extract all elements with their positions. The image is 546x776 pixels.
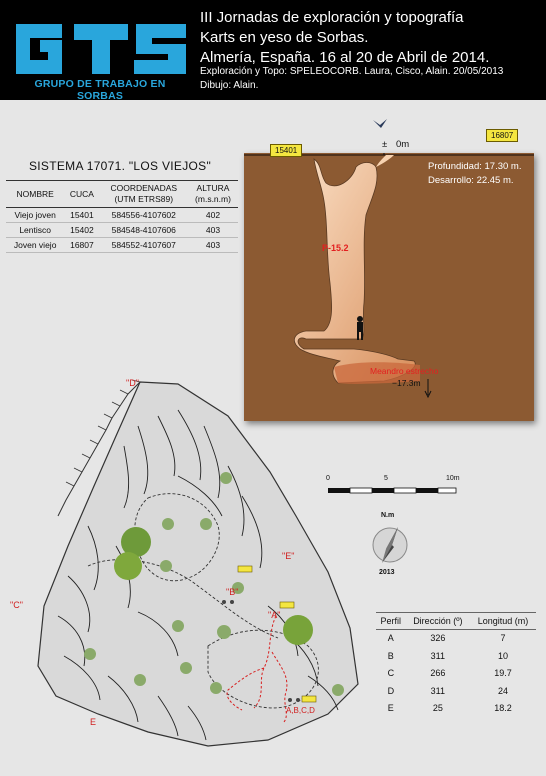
cell-longitud: 24 [498, 685, 509, 696]
table-row: C 266 19.7 [376, 665, 536, 683]
perfil-table: Perfil Dirección (º) Longitud (m) A 326 … [376, 612, 536, 718]
bottom-depth: −17.3m [392, 378, 421, 388]
zero-level: 0m [396, 139, 410, 150]
header-drawing: Dibujo: Alain. [200, 80, 259, 91]
system-table: NOMBRE CUCA COORDENADAS (UTM ETRS89) ALT… [6, 180, 238, 253]
map-label-b: "B" [226, 587, 239, 597]
cell-name: Lentisco [6, 222, 65, 238]
cell-perfil: B [387, 650, 394, 661]
cell-longitud: 7 [500, 633, 506, 643]
system-title: SISTEMA 17071. "LOS VIEJOS" [28, 159, 212, 173]
map-label-d: "D" [126, 378, 139, 388]
surface-map [37, 379, 359, 747]
cell-coords: 584556-4107602 [99, 207, 188, 223]
cell-direccion: 311 [430, 685, 446, 696]
cell-perfil: C [387, 668, 395, 678]
cell-cuca: 15401 [64, 207, 100, 223]
cell-cuca: 16807 [64, 237, 100, 253]
cell-name: Joven viejo [6, 237, 65, 253]
cell-direccion: 326 [430, 633, 446, 643]
north-year: 2013 [379, 569, 395, 576]
north-label: N.m [381, 512, 395, 519]
development-value: Desarrollo: 22.45 m. [428, 175, 514, 186]
map-label-e-bottom: E [90, 717, 97, 727]
table-row: D 311 24 [376, 683, 536, 701]
table-row: Lentisco 15402 584548-4107606 403 [6, 222, 238, 238]
caver-figure-icon [357, 316, 363, 340]
cell-altura: 403 [187, 237, 238, 253]
col-direccion: Dirección (º) [405, 612, 471, 630]
map-label-e: "E" [282, 551, 295, 561]
cell-perfil: A [387, 633, 394, 643]
plus-minus-sign: ± [382, 139, 388, 150]
tag-16807: 16807 [486, 129, 519, 142]
scale-label-10: 10m [446, 475, 460, 482]
col-perfil: Perfil [376, 612, 406, 630]
cave-profile: 15401 16807 ± 0m Profundidad: 17.30 m. D… [244, 129, 534, 421]
header-line-3: Almería, España. 16 al 20 de Abril de 20… [200, 49, 490, 66]
table-row: Joven viejo 16807 584552-4107607 403 [6, 237, 238, 253]
system-table-header: NOMBRE CUCA COORDENADAS (UTM ETRS89) ALT… [6, 180, 238, 208]
cell-coords: 584552-4107607 [99, 237, 188, 253]
header-line-2: Karts en yeso de Sorbas. [200, 29, 369, 46]
map-label-a: "A" [268, 610, 281, 620]
bird-icon [373, 119, 387, 128]
cell-longitud: 19.7 [494, 668, 512, 678]
north-arrow-icon [372, 527, 408, 563]
tree-icons [84, 472, 344, 696]
cell-direccion: 311 [430, 650, 446, 661]
perfil-table-header: Perfil Dirección (º) Longitud (m) [376, 612, 536, 630]
scale-label-0: 0 [326, 475, 330, 482]
cell-name: Viejo joven [6, 207, 65, 223]
table-row: Viejo joven 15401 584556-4107602 402 [6, 207, 238, 223]
cell-longitud: 18.2 [494, 703, 512, 713]
scale-label-5: 5 [384, 475, 388, 482]
pitch-label: P-15.2 [322, 243, 349, 253]
cell-direccion: 266 [430, 668, 446, 678]
tag-15401: 15401 [270, 144, 303, 157]
col-altura: ALTURA (m.s.n.m) [187, 180, 238, 208]
logo-subtitle: GRUPO DE TRABAJO EN SORBAS [34, 78, 166, 102]
map-label-abcd: A,B,C,D [286, 706, 315, 715]
cave-profile-drawing [244, 153, 534, 421]
gts-logo [16, 24, 186, 74]
table-row: E 25 18.2 [376, 700, 536, 718]
scale-bar [328, 487, 457, 494]
col-coordenadas: COORDENADAS (UTM ETRS89) [99, 180, 188, 208]
map-label-c: "C" [10, 600, 23, 610]
cell-coords: 584548-4107606 [99, 222, 188, 238]
cell-altura: 402 [187, 207, 238, 223]
header-credits: Exploración y Topo: SPELEOCORB. Laura, C… [200, 66, 504, 77]
cell-altura: 403 [187, 222, 238, 238]
col-longitud: Longitud (m) [470, 612, 536, 630]
depth-value: Profundidad: 17.30 m. [428, 161, 522, 172]
meander-label: Meandro estrecho [370, 366, 439, 376]
header-banner: GRUPO DE TRABAJO EN SORBAS III Jornadas … [0, 0, 546, 102]
table-row: A 326 7 [376, 630, 536, 648]
cell-longitud: 10 [498, 650, 509, 661]
cell-perfil: E [387, 703, 394, 713]
col-cuca: CUCA [64, 180, 100, 208]
cell-perfil: D [387, 685, 395, 696]
header-line-1: III Jornadas de exploración y topografía [200, 9, 464, 26]
table-row: B 311 10 [376, 648, 536, 666]
col-nombre: NOMBRE [6, 180, 65, 208]
cell-direccion: 25 [432, 703, 443, 713]
cell-cuca: 15402 [64, 222, 100, 238]
